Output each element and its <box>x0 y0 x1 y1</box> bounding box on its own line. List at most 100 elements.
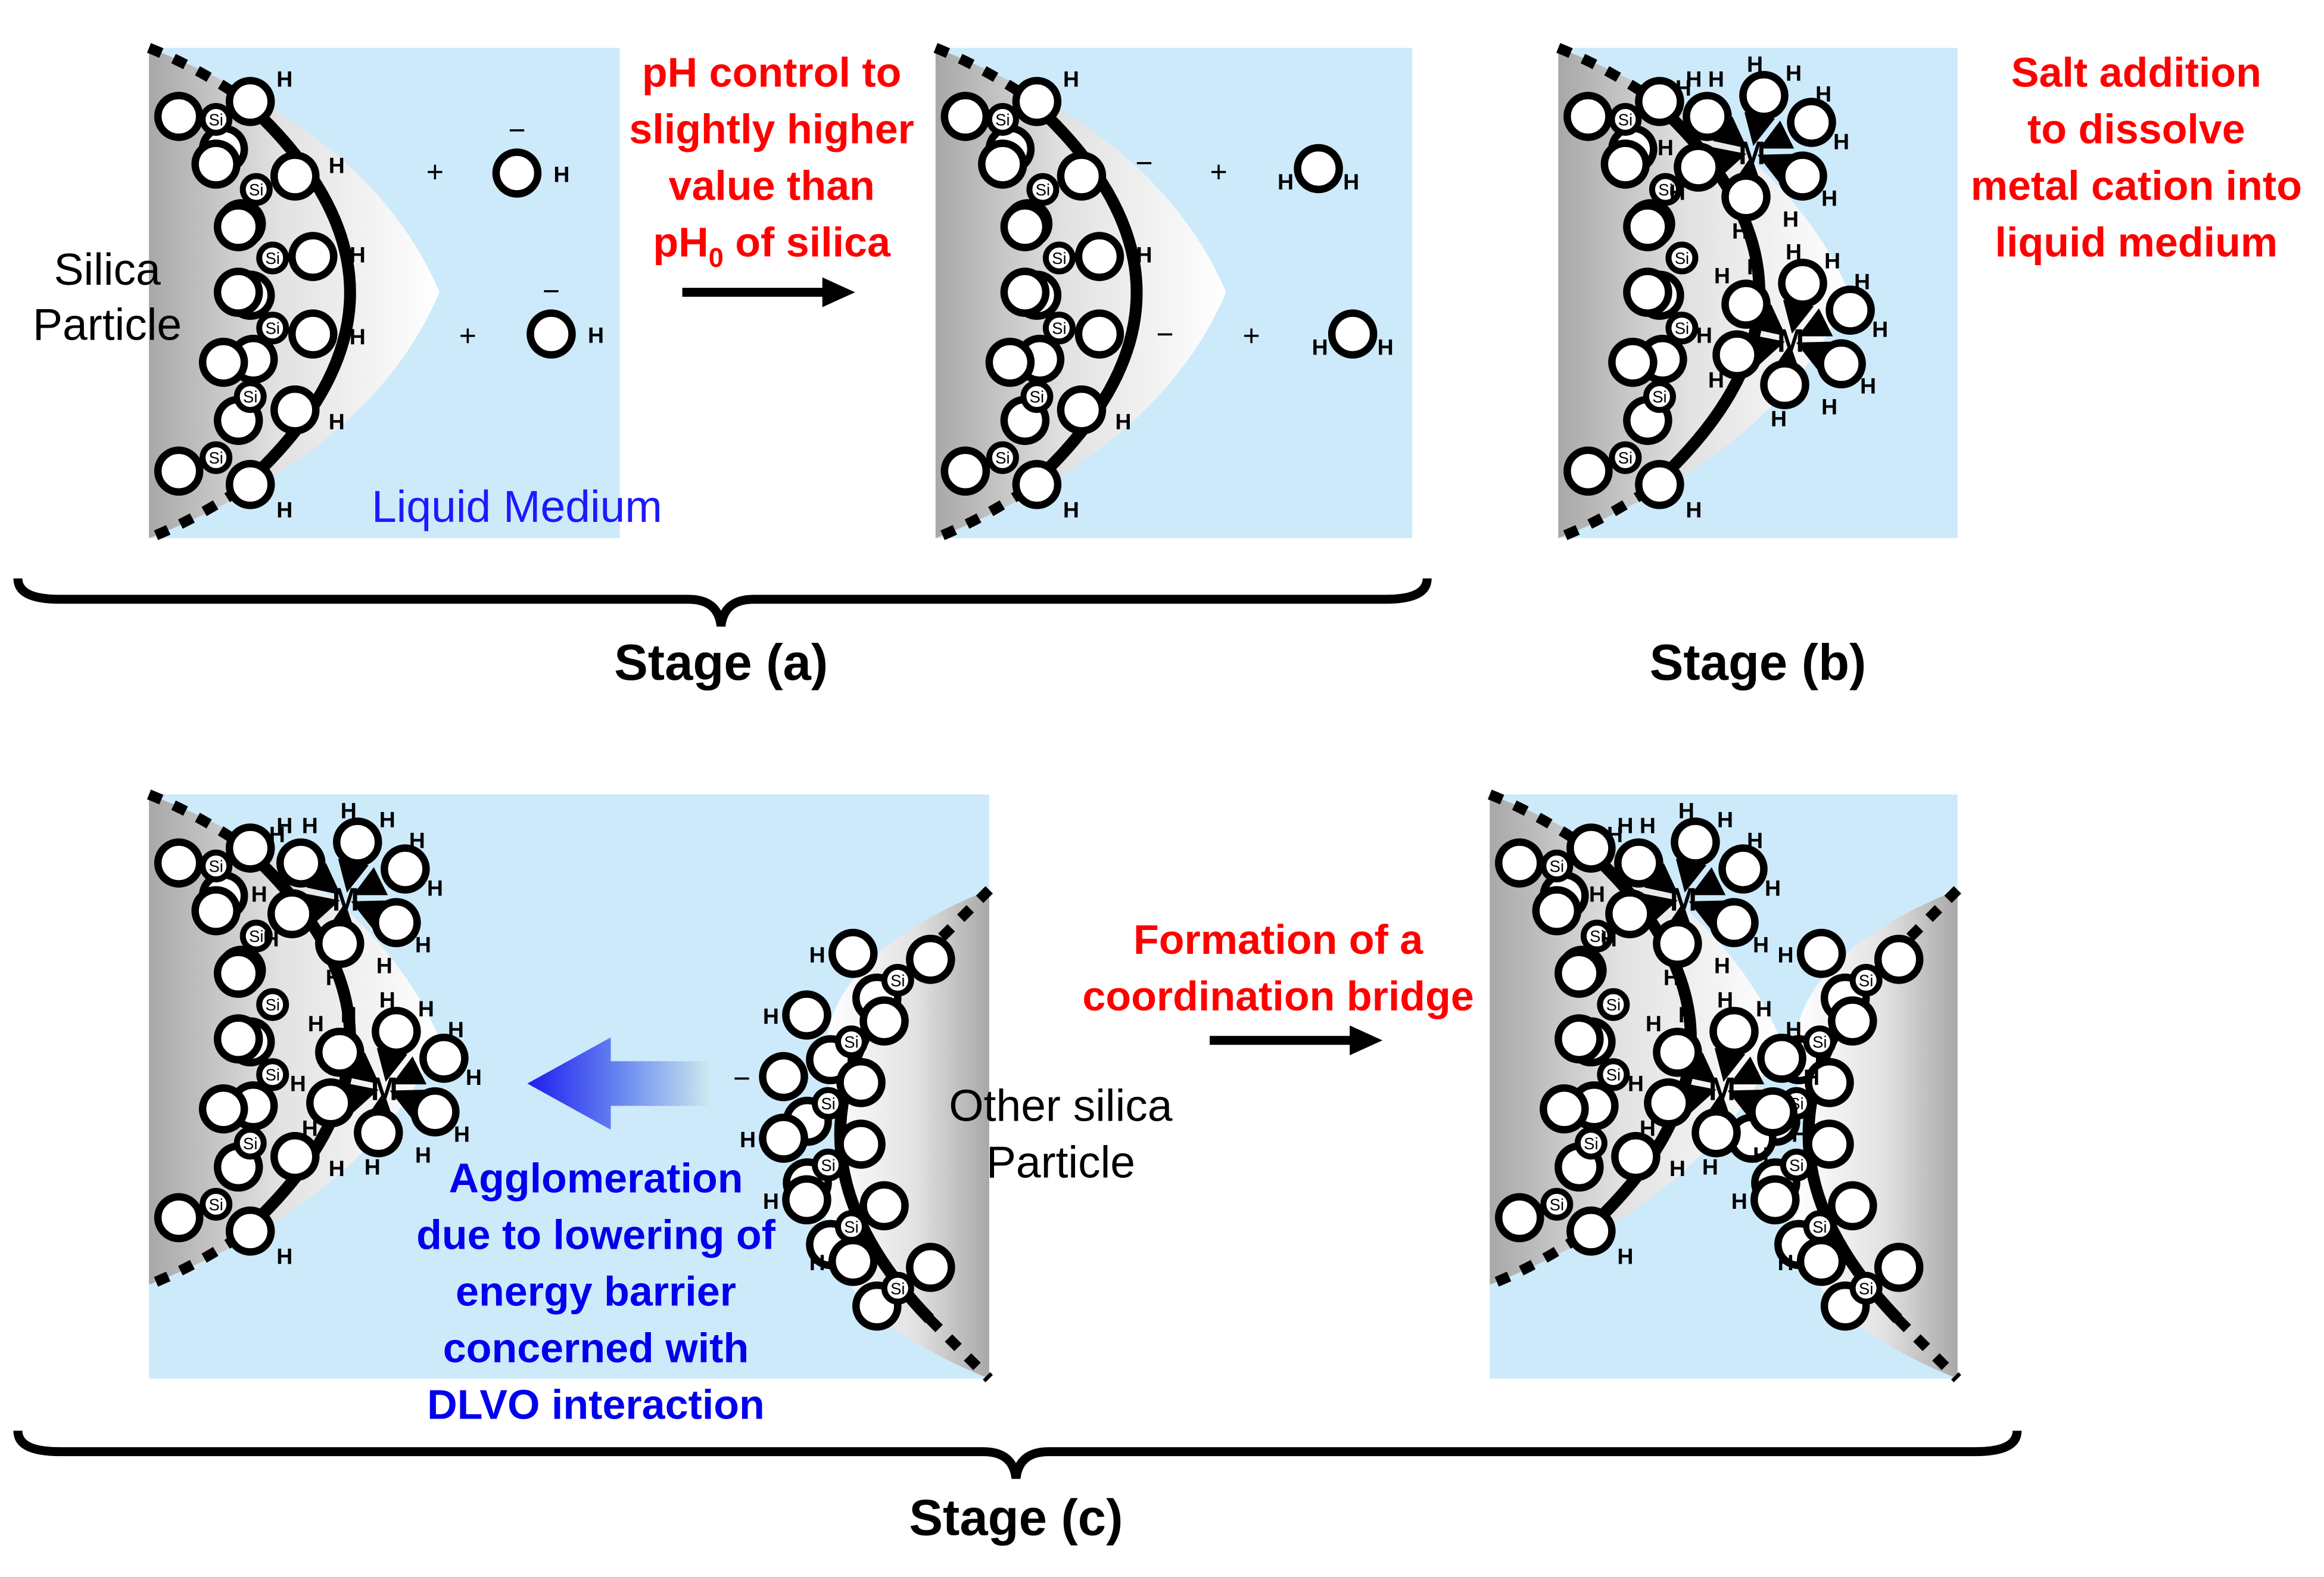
particle-a1-h-1: H <box>329 153 345 178</box>
complex-b2-h-10: H <box>1696 323 1712 348</box>
particle-a2-minus-1: − <box>1135 146 1152 179</box>
plus-2: + <box>459 319 476 353</box>
complex-c1b-h-1: H <box>341 1002 357 1027</box>
particle-a1-si-2: Si <box>266 249 280 268</box>
complex-b1-bond-4 <box>1731 155 1763 189</box>
complex-b1-h-4: H <box>1815 81 1831 106</box>
hydroxide-2: H− <box>527 275 604 359</box>
complex-c1a-bond-4 <box>325 902 357 936</box>
particle-b-si-0: Si <box>1618 110 1633 129</box>
plus-3: + <box>1210 155 1227 188</box>
plus-4: + <box>1242 319 1260 353</box>
complex-c1a-o-2 <box>381 844 430 894</box>
particle-b-o-3 <box>1623 268 1672 317</box>
complex-b1-o-4 <box>1721 172 1771 222</box>
complex-c2a-h-10: H <box>1589 882 1605 907</box>
particle-c2-other-h-4: H <box>1731 1189 1747 1214</box>
particle-b-si-1: Si <box>1658 181 1672 199</box>
complex-c2a-h-3: H <box>1717 807 1733 832</box>
particle-c2-other-oh-0 <box>1796 929 1846 978</box>
particle-c2-oh-4 <box>1611 1132 1661 1181</box>
particle-c2-other-si-ring-5 <box>1849 1271 1883 1305</box>
complex-c1a-o-1 <box>333 817 382 867</box>
particle-c1-other-si-2: Si <box>821 1094 835 1113</box>
complex-b1-h-6: H <box>1821 185 1837 210</box>
particle-c2-surface-top <box>1488 789 1582 847</box>
particle-a2-oh-4 <box>1057 385 1107 435</box>
particle-c2-si-ring-0 <box>1540 850 1574 883</box>
particle-a1-si-3: Si <box>266 319 280 338</box>
complex-c1b-h-0: H <box>308 1011 324 1036</box>
complex-c2b-bond-5 <box>1682 1083 1716 1113</box>
particle-a2-si-ring-4 <box>1020 380 1054 413</box>
bridge-line-2: coordination bridge <box>1082 973 1473 1019</box>
particle-c1-other-si-ring-2 <box>812 1087 845 1120</box>
complex-b1-m: M <box>1739 134 1766 171</box>
complex-c2b-o-2 <box>1757 1033 1806 1083</box>
ph-control-suffix: of silica <box>724 219 891 266</box>
particle-a2-o-1 <box>978 139 1027 189</box>
particle-a1-si-5: Si <box>208 449 223 467</box>
complex-c2b-bond-3 <box>1727 1090 1763 1118</box>
hydroxide-1-h: H <box>553 161 569 186</box>
complex-c1b-bond-3 <box>390 1090 425 1118</box>
particle-b-o-4 <box>1608 337 1658 387</box>
particle-c1-si-3: Si <box>266 1066 280 1084</box>
complex-c2b-h-9: H <box>1640 1115 1656 1140</box>
particle-c2-o-5 <box>1495 1193 1544 1243</box>
particle-a1-o-4 <box>198 337 248 387</box>
particle-c1-other-h-1: H <box>763 1004 779 1029</box>
salt-line-1: Salt addition <box>2011 49 2261 95</box>
hydroxide-1-o <box>492 148 542 198</box>
particle-c2-si-ring-1 <box>1580 919 1613 953</box>
particle-a2-oh-1 <box>1057 151 1107 201</box>
particle-b-si-ring-1 <box>1649 173 1682 206</box>
particle-c1-other-si-3: Si <box>821 1156 835 1174</box>
particle-c2-oh-5 <box>1566 1206 1616 1256</box>
brace-c-path <box>13 1430 2022 1479</box>
complex-c2b-bond-2 <box>1729 1056 1765 1085</box>
particle-a2-si-ring-5 <box>986 441 1019 474</box>
complex-b1-h-2: H <box>1747 51 1763 76</box>
particle-c1-other-h-4: H <box>763 1189 779 1214</box>
particle-c2-o-3 <box>1554 1014 1604 1063</box>
complex-c1b-h-3: H <box>418 996 434 1021</box>
complex-b1-h-0: H <box>1675 75 1691 100</box>
particle-c1-other-si-ring-5 <box>881 1271 914 1305</box>
complex-c2a-h-4: H <box>1747 828 1763 853</box>
particle-a2-oh-5 <box>1012 459 1062 509</box>
complex-c1b-o-0 <box>315 1027 365 1077</box>
complex-c1b-bond-4 <box>364 1091 395 1125</box>
particle-a1-h-2: H <box>350 242 366 268</box>
complex-b2-h-9: H <box>1708 368 1724 393</box>
agglomeration-line-1: Agglomeration <box>449 1155 743 1201</box>
salt-line-2: to dissolve <box>2027 105 2245 152</box>
particle-a1-oh-1 <box>270 151 320 201</box>
plus-1: + <box>426 155 444 188</box>
ph-control-line-2: slightly higher <box>629 105 914 152</box>
particle-a1-si-ring-5 <box>200 441 233 474</box>
complex-c1a-h-9: H <box>263 926 279 951</box>
complex-c2b-bond-1 <box>1714 1048 1746 1082</box>
particle-a2-surface-bottom <box>933 486 1028 543</box>
particle-c1-other-oh-5 <box>828 1236 878 1286</box>
complex-c1b-h-9: H <box>302 1115 318 1140</box>
complex-b1-bond-0 <box>1712 116 1747 148</box>
particle-a1-oh-5 <box>225 459 275 509</box>
complex-b2-h-2: H <box>1786 239 1802 265</box>
complex-c1b-o-2 <box>419 1033 469 1083</box>
complex-c1a-m: M <box>332 881 359 918</box>
complex-c1a-h-7: H <box>376 953 392 978</box>
particle-c1-si-0: Si <box>208 857 223 876</box>
complex-c1b-o-3 <box>410 1087 460 1137</box>
particle-c1-other-si-5: Si <box>890 1279 905 1298</box>
particle-c1-other-si-ring-1 <box>834 1025 868 1059</box>
particle-c1-other-o-3 <box>836 1119 886 1169</box>
